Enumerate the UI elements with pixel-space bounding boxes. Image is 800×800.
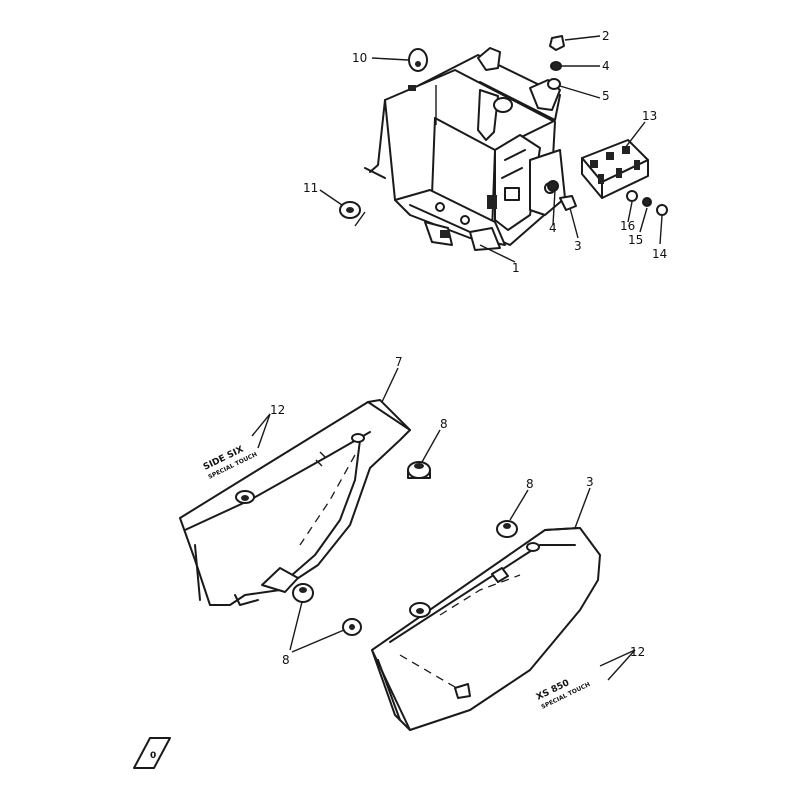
left-side-cover bbox=[179, 399, 411, 606]
grommet-9 bbox=[342, 618, 362, 636]
collar-5 bbox=[547, 78, 561, 90]
callout-13: 13 bbox=[642, 109, 657, 123]
grommet-8-lower bbox=[292, 583, 314, 603]
callout-5: 5 bbox=[602, 89, 610, 103]
callout-12-right: 12 bbox=[630, 645, 645, 659]
corner-mark-text: 0 bbox=[150, 751, 156, 761]
callout-12-left: 12 bbox=[270, 403, 285, 417]
fastener-parts bbox=[339, 35, 668, 219]
bolt-2 bbox=[549, 35, 565, 51]
grommet-10 bbox=[408, 48, 428, 72]
callout-15: 15 bbox=[628, 233, 643, 247]
washer-4 bbox=[550, 61, 562, 71]
callout-8-lower: 8 bbox=[282, 653, 290, 667]
grommets-8 bbox=[292, 461, 518, 636]
callout-16: 16 bbox=[620, 219, 635, 233]
callout-6: 3 bbox=[586, 475, 594, 489]
callout-labels: 10 2 4 5 13 11 4 3 16 15 14 1 7 12 8 8 3… bbox=[270, 29, 667, 667]
corner-mark: 0 bbox=[133, 737, 171, 769]
callout-8-right: 8 bbox=[526, 477, 534, 491]
callout-4-bottom: 4 bbox=[549, 221, 557, 235]
callout-1: 1 bbox=[512, 261, 520, 275]
battery-box bbox=[364, 47, 566, 251]
grommet-8-upper bbox=[407, 461, 431, 479]
right-side-cover bbox=[371, 527, 601, 731]
callout-4-top: 4 bbox=[602, 59, 610, 73]
callout-11: 11 bbox=[303, 181, 318, 195]
callout-10: 10 bbox=[352, 51, 367, 65]
emblem-right: XS 850 SPECIAL TOUCH bbox=[535, 678, 591, 711]
leader-lines-top bbox=[319, 35, 663, 263]
callout-7: 7 bbox=[395, 355, 403, 369]
leader-lines-bottom bbox=[251, 367, 636, 681]
callout-2: 2 bbox=[602, 29, 610, 43]
grommet-8-right bbox=[496, 520, 518, 538]
callout-8-upper: 8 bbox=[440, 417, 448, 431]
callout-3: 3 bbox=[574, 239, 582, 253]
fuse-block-13 bbox=[581, 139, 649, 199]
callout-14: 14 bbox=[652, 247, 667, 261]
